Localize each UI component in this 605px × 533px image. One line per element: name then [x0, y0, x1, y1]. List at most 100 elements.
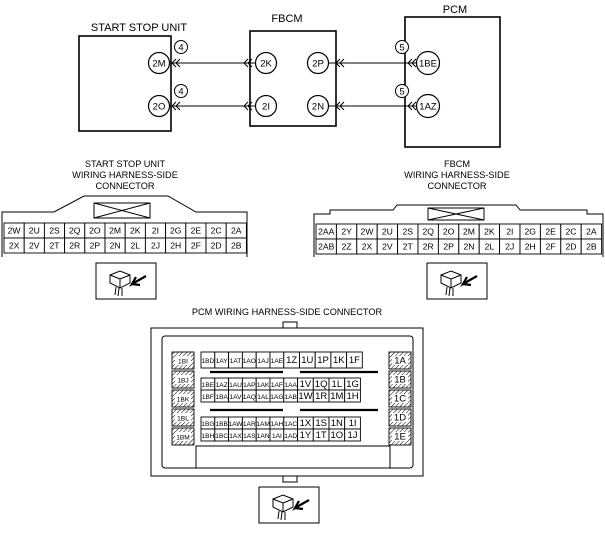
ssu-terminal-label: 2M [109, 226, 121, 236]
wire-marker-label: 5 [399, 42, 404, 53]
wire-marker [174, 40, 188, 54]
pcm-right-terminal-label-bg [392, 413, 408, 422]
pcm-terminal-label: 1AO [243, 358, 256, 365]
pcm-terminal-label: 1BH [201, 433, 214, 440]
fbcm-terminal-label: 2T [403, 242, 414, 252]
ssu-terminal-label: 2X [9, 241, 20, 251]
pcm-right-terminal-label: 1D [394, 413, 406, 424]
pcm-terminal-label: 1BG [201, 421, 214, 428]
fbcm-terminal-label: 2G [524, 227, 536, 237]
pcm-terminal-label: 1AR [243, 421, 256, 428]
connector-chevrons [171, 58, 417, 111]
pcm-right-terminal-label-bg [392, 375, 408, 384]
pcm-left-terminal-label-bg [175, 432, 191, 441]
wire-marker-label: 4 [178, 42, 183, 53]
pcm-terminal-label: 1P [317, 355, 329, 366]
wire-marker-label: 4 [178, 86, 183, 97]
ssu-terminal-label: 2U [29, 226, 40, 236]
ssu-terminal-label: 2G [170, 226, 182, 236]
pcm-terminal-label: 1AE [271, 358, 284, 365]
fbcm-terminal-label: 2D [566, 242, 577, 252]
fbcm-terminal-label: 2C [566, 227, 577, 237]
pcm-terminal-label: 1AM [256, 421, 270, 428]
pcm-terminal-label: 1AH [270, 421, 283, 428]
fbcm-terminal-label: 2F [546, 242, 556, 252]
pcm-left-terminal-label-bg [175, 356, 191, 365]
pcm-left-terminal-label-bg [175, 413, 191, 422]
ssu-terminal-label: 2P [90, 241, 101, 251]
pcm-terminal-label: 1AF [271, 382, 283, 389]
ssu-caption-line1: START STOP UNIT [85, 159, 166, 169]
chevron-icon [407, 58, 417, 68]
pcm-pin-1be-label: 1BE [419, 59, 437, 70]
ssu-title: START STOP UNIT [91, 22, 187, 34]
pcm-terminal-label: 1AB [284, 394, 297, 401]
pcm-left-terminal-label: 1BK [177, 397, 190, 404]
ssu-terminal-label: 2R [69, 241, 80, 251]
pcm-left-terminal-label: 1BL [177, 416, 189, 423]
fbcm-terminal-label: 2W [361, 227, 375, 237]
chevron-icon [171, 58, 181, 68]
pcm-terminal-label: 1S [315, 418, 327, 429]
fbcm-terminal-label: 2R [423, 242, 434, 252]
pcm-right-terminal-label: 1C [394, 394, 406, 405]
pcm-terminal-label: 1AK [257, 382, 270, 389]
pcm-terminal-label: 1U [301, 355, 313, 366]
pcm-terminal-label: 1AP [243, 382, 256, 389]
pcm-terminal-cell [344, 428, 361, 442]
pcm-terminal-label: 1J [348, 430, 358, 441]
ssu-terminal-label: 2B [231, 241, 242, 251]
ssu-terminal-label: 2L [131, 241, 141, 251]
fbcm-terminal-label: 2Q [422, 227, 434, 237]
pcm-terminal-label: 1M [330, 391, 343, 402]
pcm-terminal-label: 1AA [284, 382, 297, 389]
fbcm-terminal-label: 2P [443, 242, 454, 252]
ssu-pin-2m-label: 2M [152, 59, 165, 70]
pcm-terminal-label: 1R [315, 391, 327, 402]
pcm-terminal-cell [344, 389, 361, 403]
fbcm-terminal-label: 2Y [341, 227, 352, 237]
pcm-left-terminal-label-bg [175, 375, 191, 384]
pcm-terminal-label: 1AU [229, 382, 242, 389]
pcm-right-terminal-label-bg [392, 356, 408, 365]
pcm-terminal-label: 1X [300, 418, 312, 429]
ssu-pin-2o-label: 2O [153, 102, 166, 113]
ssu-terminal-label: 2E [191, 226, 202, 236]
ssu-terminal-label: 2F [191, 241, 201, 251]
fbcm-terminal-label: 2O [443, 227, 455, 237]
fbcm-terminal-label: 2I [506, 227, 513, 237]
pcm-terminal-label: 1BD [201, 358, 214, 365]
pcm-terminal-label: 1W [298, 391, 312, 402]
pcm-terminal-label: 1Z [286, 355, 297, 366]
pcm-terminal-label: 1BF [202, 394, 214, 401]
fbcm-terminal-label: 2AA [318, 227, 335, 237]
chevron-icon [335, 58, 345, 68]
fbcm-terminal-label: 2B [586, 242, 597, 252]
pcm-terminal-label: 1BA [215, 394, 228, 401]
pcm-left-terminal-label-bg [175, 394, 191, 403]
fbcm-terminal-label: 2A [586, 227, 597, 237]
chevron-icon [243, 101, 253, 111]
pcm-terminal-label: 1AG [270, 394, 283, 401]
pcm-terminal-label: 1BE [202, 382, 215, 389]
fbcm-terminal-label: 2U [382, 227, 393, 237]
fbcm-terminal-cell [580, 238, 603, 255]
pcm-terminal-label: 1I [349, 418, 357, 429]
chevron-icon [171, 101, 181, 111]
fbcm-pin-2i-label: 2I [262, 102, 270, 113]
pcm-caption: PCM WIRING HARNESS-SIDE CONNECTOR [192, 307, 383, 317]
fbcm-terminal-label: 2M [463, 227, 475, 237]
ssu-terminal-label: 2V [29, 241, 40, 251]
pcm-terminal-label: 1AS [243, 433, 256, 440]
chevron-icon [335, 101, 345, 111]
wire-marker [395, 84, 409, 98]
pcm-terminal-label: 1AX [229, 433, 242, 440]
terminal-view-icons [95, 262, 488, 524]
wire-marker-label: 5 [399, 86, 404, 97]
ssu-terminal-label: 2A [231, 226, 242, 236]
fbcm-terminal-label: 2V [382, 242, 393, 252]
